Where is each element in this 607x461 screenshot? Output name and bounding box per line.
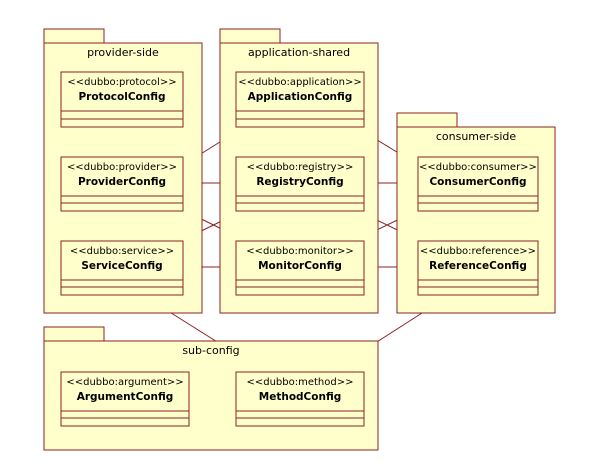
class-monitor-config: <<dubbo:monitor>> MonitorConfig: [235, 240, 365, 296]
class-method-config: <<dubbo:method>> MethodConfig: [235, 371, 365, 427]
class-name: MonitorConfig: [258, 260, 342, 272]
stereotype-label: <<dubbo:provider>>: [67, 162, 177, 173]
class-name: ConsumerConfig: [429, 176, 526, 188]
class-name: ServiceConfig: [81, 260, 162, 272]
stereotype-label: <<dubbo:method>>: [246, 377, 353, 388]
package-label: consumer-side: [436, 130, 516, 143]
class-name: ProviderConfig: [78, 176, 166, 188]
stereotype-label: <<dubbo:monitor>>: [246, 246, 354, 257]
class-argument-config: <<dubbo:argument>> ArgumentConfig: [60, 371, 190, 427]
class-name: ProtocolConfig: [78, 91, 165, 103]
class-protocol-config: <<dubbo:protocol>> ProtocolConfig: [60, 71, 184, 128]
class-name: ArgumentConfig: [77, 391, 174, 403]
package-label: sub-config: [182, 344, 239, 357]
stereotype-label: <<dubbo:registry>>: [247, 162, 354, 173]
stereotype-label: <<dubbo:application>>: [238, 77, 362, 88]
class-service-config: <<dubbo:service>> ServiceConfig: [60, 240, 184, 296]
class-application-config: <<dubbo:application>> ApplicationConfig: [235, 71, 365, 128]
class-name: ApplicationConfig: [248, 91, 353, 103]
class-name: ReferenceConfig: [429, 260, 527, 272]
class-provider-config: <<dubbo:provider>> ProviderConfig: [60, 156, 184, 212]
class-name: MethodConfig: [259, 391, 342, 403]
stereotype-label: <<dubbo:reference>>: [420, 246, 536, 257]
stereotype-label: <<dubbo:argument>>: [66, 377, 183, 388]
stereotype-label: <<dubbo:protocol>>: [67, 77, 176, 88]
package-label: application-shared: [248, 46, 350, 59]
stereotype-label: <<dubbo:service>>: [70, 246, 174, 257]
stereotype-label: <<dubbo:consumer>>: [419, 162, 537, 173]
package-label: provider-side: [87, 46, 159, 59]
class-consumer-config: <<dubbo:consumer>> ConsumerConfig: [417, 156, 539, 212]
class-reference-config: <<dubbo:reference>> ReferenceConfig: [417, 240, 539, 296]
class-registry-config: <<dubbo:registry>> RegistryConfig: [235, 156, 365, 212]
class-name: RegistryConfig: [256, 176, 343, 188]
